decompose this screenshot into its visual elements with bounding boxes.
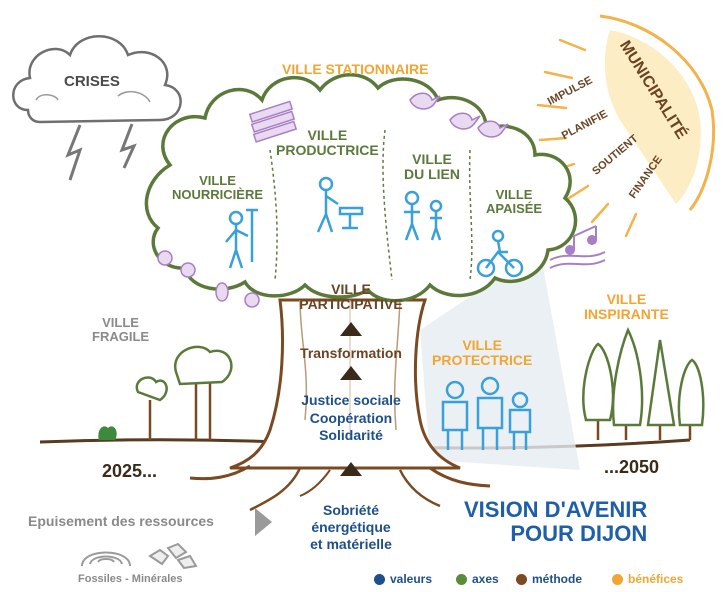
legend-item-benefices: bénéfices — [612, 572, 683, 586]
protector-family-icon — [441, 376, 532, 450]
legend-item-axes: axes — [456, 572, 499, 586]
light-beam — [420, 250, 580, 470]
up-arrow-icons — [340, 322, 362, 476]
fragile-plants-icon — [98, 345, 233, 441]
worker-icon — [316, 176, 364, 233]
ressources-sub: Fossiles - Minérales — [78, 573, 183, 585]
music-notes-icon — [549, 225, 606, 269]
fruit-icons — [157, 250, 260, 308]
right-arrow-icon — [255, 508, 272, 536]
ville-stationnaire-label: VILLE STATIONNAIRE — [282, 61, 429, 77]
family-icon — [404, 190, 443, 241]
farmer-icon — [225, 208, 258, 269]
bird-icons — [409, 92, 509, 138]
mineral-icon — [148, 542, 198, 570]
timeline-end: ...2050 — [604, 457, 660, 477]
legend-dot-benefices — [612, 573, 623, 585]
transformation-label: Transformation — [300, 345, 402, 361]
timeline-start: 2025... — [102, 461, 158, 481]
sun-icon — [536, 14, 716, 238]
legend-item-methode: méthode — [516, 572, 582, 586]
legend-dot-axes — [456, 573, 467, 585]
legend-item-valeurs: valeurs — [374, 572, 432, 586]
fossil-icon — [81, 551, 131, 567]
inspirante-trees-icon — [582, 326, 705, 440]
cyclist-icon — [476, 229, 524, 278]
legend-dot-valeurs — [374, 573, 385, 585]
ressources-label: Epuisement des ressources — [28, 513, 214, 529]
storm-cloud-icon — [12, 35, 182, 181]
book-stack-icon — [248, 100, 298, 143]
legend-dot-methode — [516, 573, 527, 585]
crises-label: CRISES — [64, 73, 120, 90]
